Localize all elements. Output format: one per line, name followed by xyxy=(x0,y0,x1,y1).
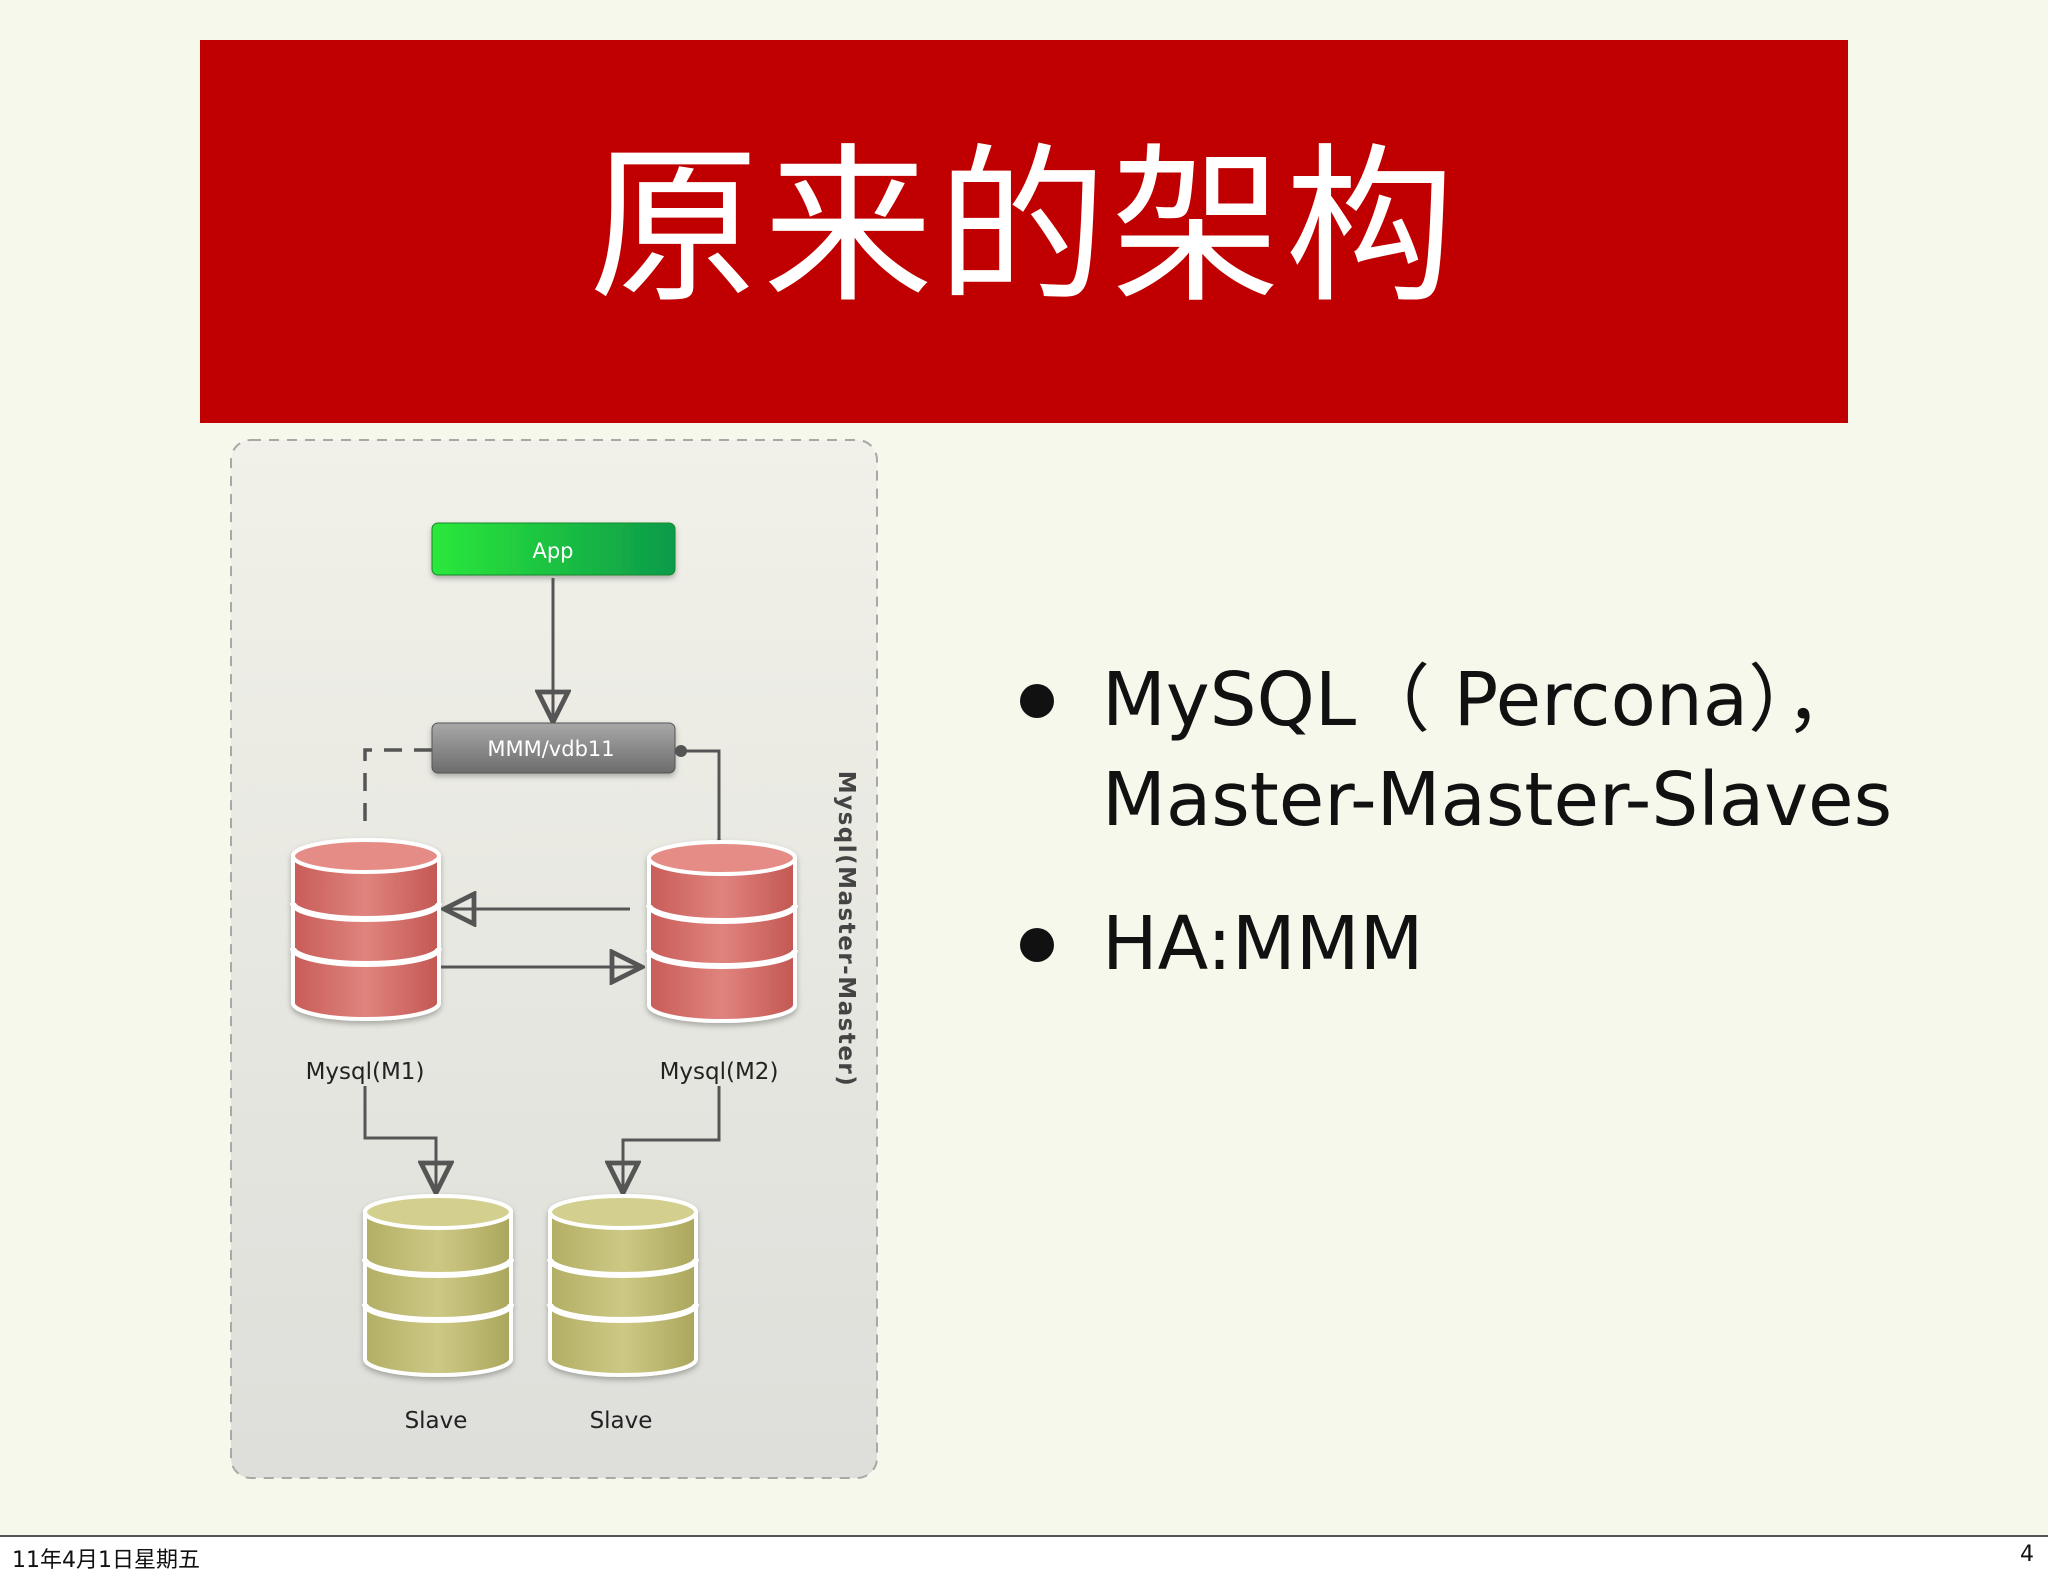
m2-to-slave-arrow xyxy=(623,1086,721,1190)
master-master-group-label: Mysql(Master-Master) xyxy=(833,771,859,1088)
architecture-diagram: App MMM/vdb11 xyxy=(229,438,879,1480)
mysql-m1-label: Mysql(M1) xyxy=(306,1059,425,1085)
bullet-dot-icon xyxy=(1020,684,1054,718)
slave1-database-icon xyxy=(362,1194,514,1377)
mysql-m2-label: Mysql(M2) xyxy=(660,1059,779,1085)
bullet-text-line: Master-Master-Slaves xyxy=(1102,757,1893,843)
proxy-to-m2-link xyxy=(681,749,721,846)
slide: 原来的架构 xyxy=(200,40,2010,1480)
mmm-proxy-node xyxy=(431,722,676,774)
bullet-text-line: HA:MMM xyxy=(1102,901,1424,987)
app-label: App xyxy=(532,539,573,563)
footer-date: 11年4月1日星期五 xyxy=(12,1548,200,1573)
slide-title: 原来的架构 xyxy=(588,128,1459,327)
page-number: 4 xyxy=(2020,1542,2034,1567)
bullet-text-line: MySQL（ Percona）， xyxy=(1102,657,1860,743)
m1-to-slave-arrow xyxy=(363,1086,436,1190)
bullet-list: MySQL（ Percona）， Master-Master-Slaves HA… xyxy=(1010,650,2010,1038)
slave2-database-icon xyxy=(547,1194,699,1377)
print-footer: 11年4月1日星期五 4 xyxy=(0,1535,2048,1576)
bullet-item: MySQL（ Percona）， Master-Master-Slaves xyxy=(1010,650,2010,850)
slave1-label: Slave xyxy=(405,1408,468,1434)
title-banner: 原来的架构 xyxy=(200,40,1848,423)
bullet-dot-icon xyxy=(1020,928,1054,962)
app-node xyxy=(431,522,676,576)
slave2-label: Slave xyxy=(590,1408,653,1434)
mysql-m1-database-icon xyxy=(290,838,442,1021)
bullet-item: HA:MMM xyxy=(1010,894,2010,994)
mmm-proxy-label: MMM/vdb11 xyxy=(487,737,614,761)
mysql-m2-database-icon xyxy=(646,840,798,1023)
proxy-link-dot xyxy=(675,745,687,757)
proxy-to-m1-dashed-link xyxy=(363,748,432,833)
